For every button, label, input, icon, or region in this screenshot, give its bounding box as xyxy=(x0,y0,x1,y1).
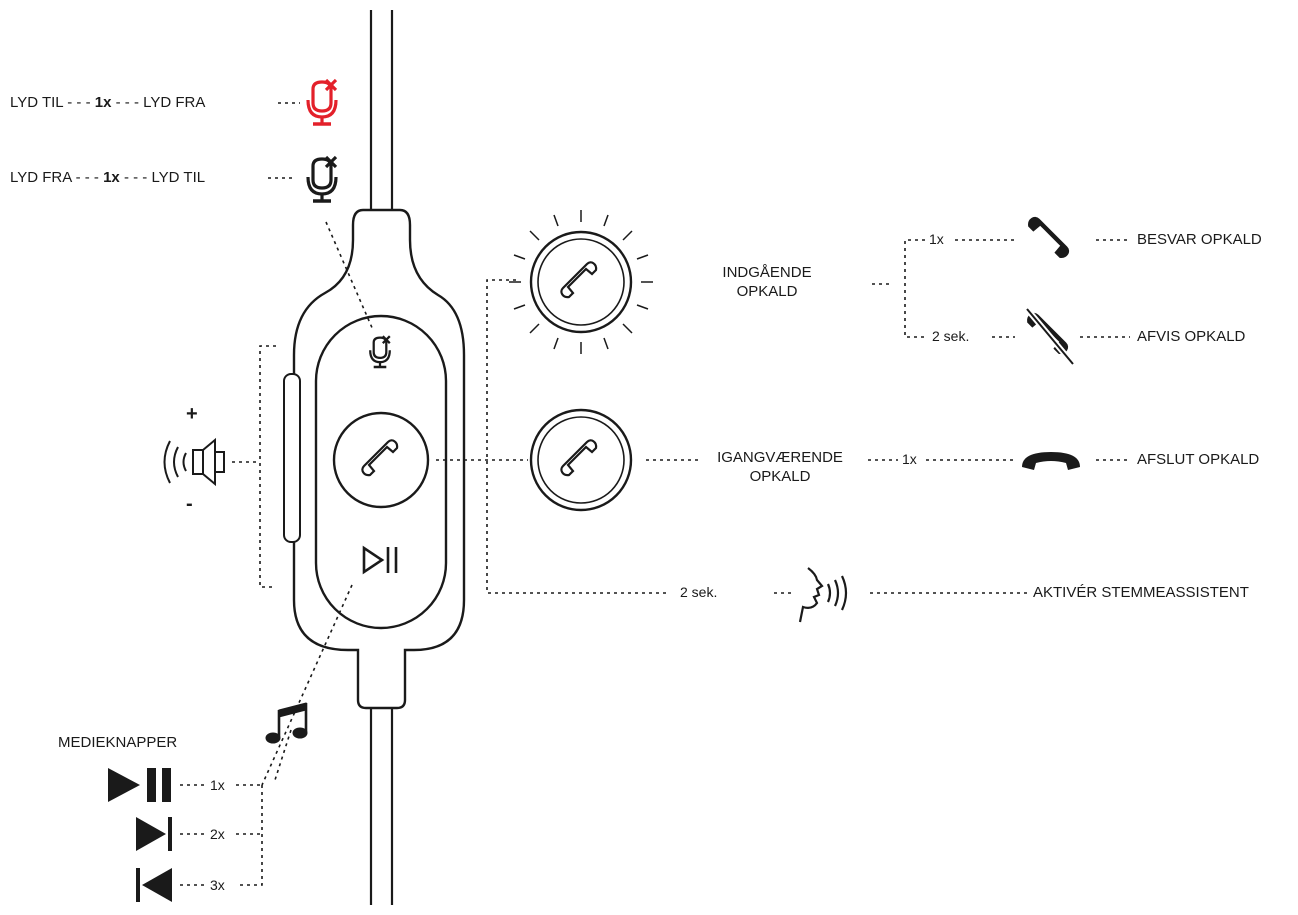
connector-lines xyxy=(180,102,1130,886)
mute-row-2-count: 1x xyxy=(103,169,120,186)
hang-up-phone-icon xyxy=(1022,452,1080,470)
reject-count: 2 sek. xyxy=(932,328,970,344)
mic-mute-red-icon xyxy=(306,78,338,126)
mute-row-1-from: LYD TIL xyxy=(10,94,64,111)
ongoing-call-label: IGANGVÆRENDE OPKALD xyxy=(700,448,860,486)
volume-minus-label: - xyxy=(186,493,193,515)
reject-phone-icon xyxy=(1024,307,1076,366)
mute-row-1: LYD TIL - - - 1x - - - LYD FRA xyxy=(10,93,205,112)
media-next-count: 2x xyxy=(210,826,225,842)
ongoing-call-label-line1: IGANGVÆRENDE xyxy=(717,449,843,466)
hang-up-label: AFSLUT OPKALD xyxy=(1137,451,1260,468)
incoming-call-label-line1: INDGÅENDE xyxy=(722,264,812,281)
incoming-call-label-line2: OPKALD xyxy=(736,283,798,300)
mute-row-1-to: LYD FRA xyxy=(143,94,206,111)
incoming-call-label: INDGÅENDE OPKALD xyxy=(712,263,822,301)
answer-count: 1x xyxy=(929,231,944,247)
cable xyxy=(369,10,394,905)
voice-assistant-icon xyxy=(798,567,848,623)
mute-row-2-from: LYD FRA xyxy=(10,169,72,186)
mute-row-2-dashes-b: - - - xyxy=(123,169,152,186)
assistant-count: 2 sek. xyxy=(680,584,718,600)
reject-call-label: AFVIS OPKALD xyxy=(1137,328,1246,345)
media-previous-track-icon xyxy=(136,868,172,902)
volume-plus-label: + xyxy=(186,403,198,425)
media-play-pause-icon xyxy=(108,768,171,802)
media-title: MEDIEKNAPPER xyxy=(58,734,178,751)
mic-mute-black-icon xyxy=(306,155,338,203)
remote-play-pause-icon[interactable] xyxy=(362,545,398,575)
answer-phone-icon xyxy=(1028,216,1070,258)
media-prev-count: 3x xyxy=(210,877,225,893)
answer-call-label: BESVAR OPKALD xyxy=(1137,231,1262,248)
music-note-icon xyxy=(265,702,308,744)
mute-row-2: LYD FRA - - - 1x - - - LYD TIL xyxy=(10,168,205,187)
mute-row-1-count: 1x xyxy=(94,94,112,111)
media-play-pause-count: 1x xyxy=(210,777,225,793)
mute-row-1-dashes-b: - - - xyxy=(115,94,144,111)
hang-up-count: 1x xyxy=(902,451,917,467)
remote-call-button[interactable] xyxy=(332,411,430,509)
ongoing-call-label-line2: OPKALD xyxy=(749,468,811,485)
mute-row-2-dashes-a: - - - xyxy=(75,169,104,186)
speaker-icon xyxy=(163,437,225,487)
media-next-track-icon xyxy=(136,817,172,851)
mute-row-1-dashes-a: - - - xyxy=(67,94,95,111)
mute-row-2-to: LYD TIL xyxy=(151,169,206,186)
assistant-label: AKTIVÉR STEMMEASSISTENT xyxy=(1033,584,1249,601)
ongoing-call-button-icon xyxy=(529,408,633,512)
incoming-call-button-icon xyxy=(509,210,653,354)
